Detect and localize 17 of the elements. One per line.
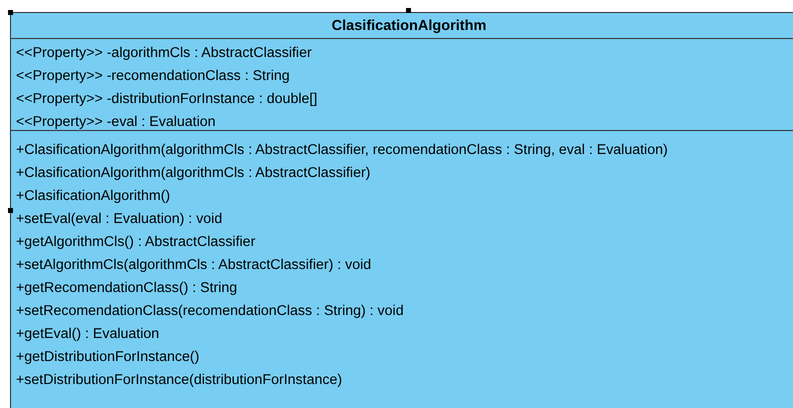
attribute-text: <<Property>> -distributionForInstance : double[] <box>16 90 318 108</box>
attribute-text: <<Property>> -recomendationClass : String <box>16 67 290 85</box>
class-name: ClasificationAlgorithm <box>330 17 488 35</box>
operation-text: +getRecomendationClass() : String <box>16 279 238 297</box>
operation-text: +ClasificationAlgorithm() <box>16 187 170 205</box>
operation-text: +setDistributionForInstance(distributionForInstance) <box>16 371 342 389</box>
operation-text: +ClasificationAlgorithm(algorithmCls : AbstractClassifier) <box>16 164 370 182</box>
operation-text: +setAlgorithmCls(algorithmCls : AbstractClassifier) : void <box>16 256 372 274</box>
class-box <box>10 12 793 408</box>
operation-text: +setRecomendationClass(recomendationClass : String) : void <box>16 302 404 320</box>
operation-text: +getDistributionForInstance() <box>16 348 200 366</box>
attribute-text: <<Property>> -eval : Evaluation <box>16 113 216 131</box>
operation-text: +ClasificationAlgorithm(algorithmCls : AbstractClassifier, recomendationClass : String, eval : Evaluation) <box>16 141 668 159</box>
operation-text: +getEval() : Evaluation <box>16 325 160 343</box>
operation-text: +getAlgorithmCls() : AbstractClassifier <box>16 233 256 251</box>
operation-text: +setEval(eval : Evaluation) : void <box>16 210 222 228</box>
attribute-text: <<Property>> -algorithmCls : AbstractClassifier <box>16 44 312 62</box>
